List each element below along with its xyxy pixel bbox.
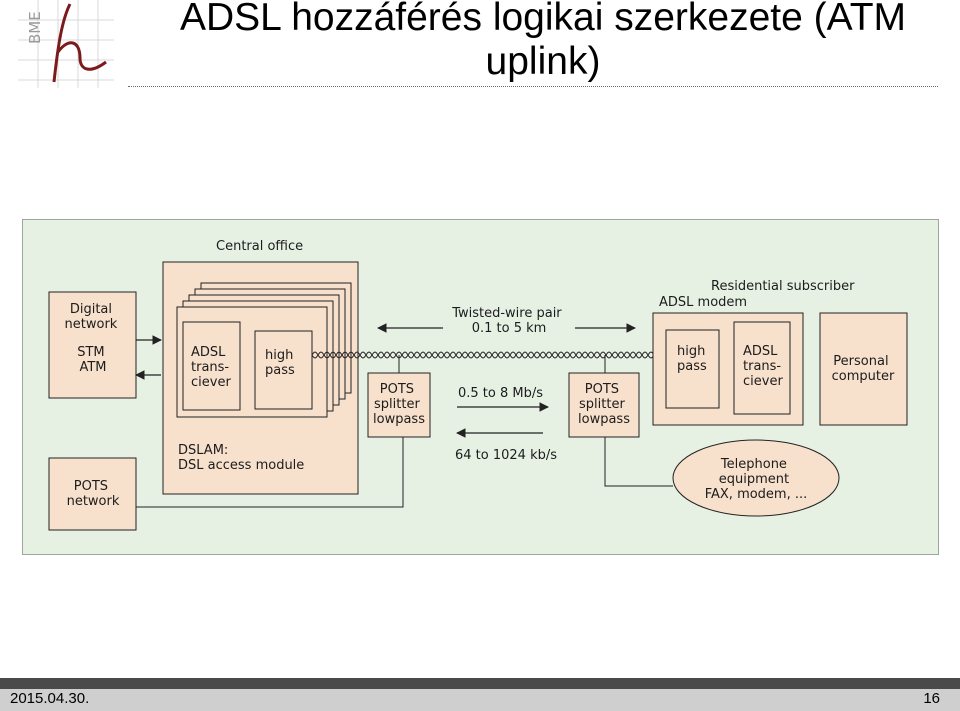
svg-text:Digital network: Digital network STM ATM — [65, 302, 122, 375]
adsl-diagram: Central office Digital network STM ATM P… — [22, 219, 939, 555]
svg-text:POTS splitter: POTS splitter lowpass — [578, 382, 630, 427]
footer-bar: 2015.04.30. 16 — [0, 678, 960, 711]
pots-network-box: POTS network — [48, 457, 137, 531]
title-divider — [128, 86, 938, 87]
twisted-wire-pair — [311, 351, 667, 359]
svg-text:ADSL trans- ci: ADSL trans- ciever — [743, 344, 785, 389]
adsl-modem-label: ADSL modem — [659, 295, 747, 310]
upstream-rate: 64 to 1024 kb/s — [455, 448, 557, 463]
co-adsl-transceiver: ADSL trans- ciever — [182, 321, 241, 411]
svg-text:POTS splitter: POTS splitter lowpass — [373, 382, 425, 427]
telephone-equipment-ellipse: Telephone equipment FAX, modem, ... — [672, 439, 840, 517]
central-office-label: Central office — [216, 239, 303, 254]
residential-subscriber-label: Residential subscriber — [711, 279, 855, 294]
svg-text:high pass: high pass — [265, 348, 297, 378]
twisted-pair-label: Twisted-wire pair 0.1 to 5 km — [451, 306, 566, 336]
dslam-label: DSLAM: DSL access module — [178, 443, 304, 473]
svg-text:Telephone equipment: Telephone equipment FAX, modem, ... — [705, 457, 808, 502]
subscriber-adsl-transceiver: ADSL trans- ciever — [733, 321, 791, 415]
bme-logo: BME — [18, 0, 118, 90]
page-number: 16 — [923, 690, 940, 707]
logo-text: BME — [26, 11, 44, 44]
subscriber-high-pass: high pass — [665, 329, 720, 409]
co-high-pass: high pass — [254, 330, 313, 410]
footer-date: 2015.04.30. — [10, 690, 90, 707]
page-title: ADSL hozzáférés logikai szerkezete (ATM … — [179, 0, 907, 83]
personal-computer-box: Personal computer — [819, 312, 908, 426]
downstream-rate: 0.5 to 8 Mb/s — [458, 386, 543, 401]
svg-text:ADSL trans- ci: ADSL trans- ciever — [191, 345, 233, 390]
svg-text:high pass: high pass — [677, 344, 709, 374]
co-pots-splitter: POTS splitter lowpass — [367, 372, 431, 438]
svg-text:POTS network: POTS network — [67, 479, 120, 509]
svg-text:Personal computer: Personal computer — [832, 354, 895, 384]
digital-network-box: Digital network STM ATM — [48, 291, 137, 399]
footer-band — [0, 678, 960, 689]
subscriber-pots-splitter: POTS splitter lowpass — [568, 372, 640, 438]
